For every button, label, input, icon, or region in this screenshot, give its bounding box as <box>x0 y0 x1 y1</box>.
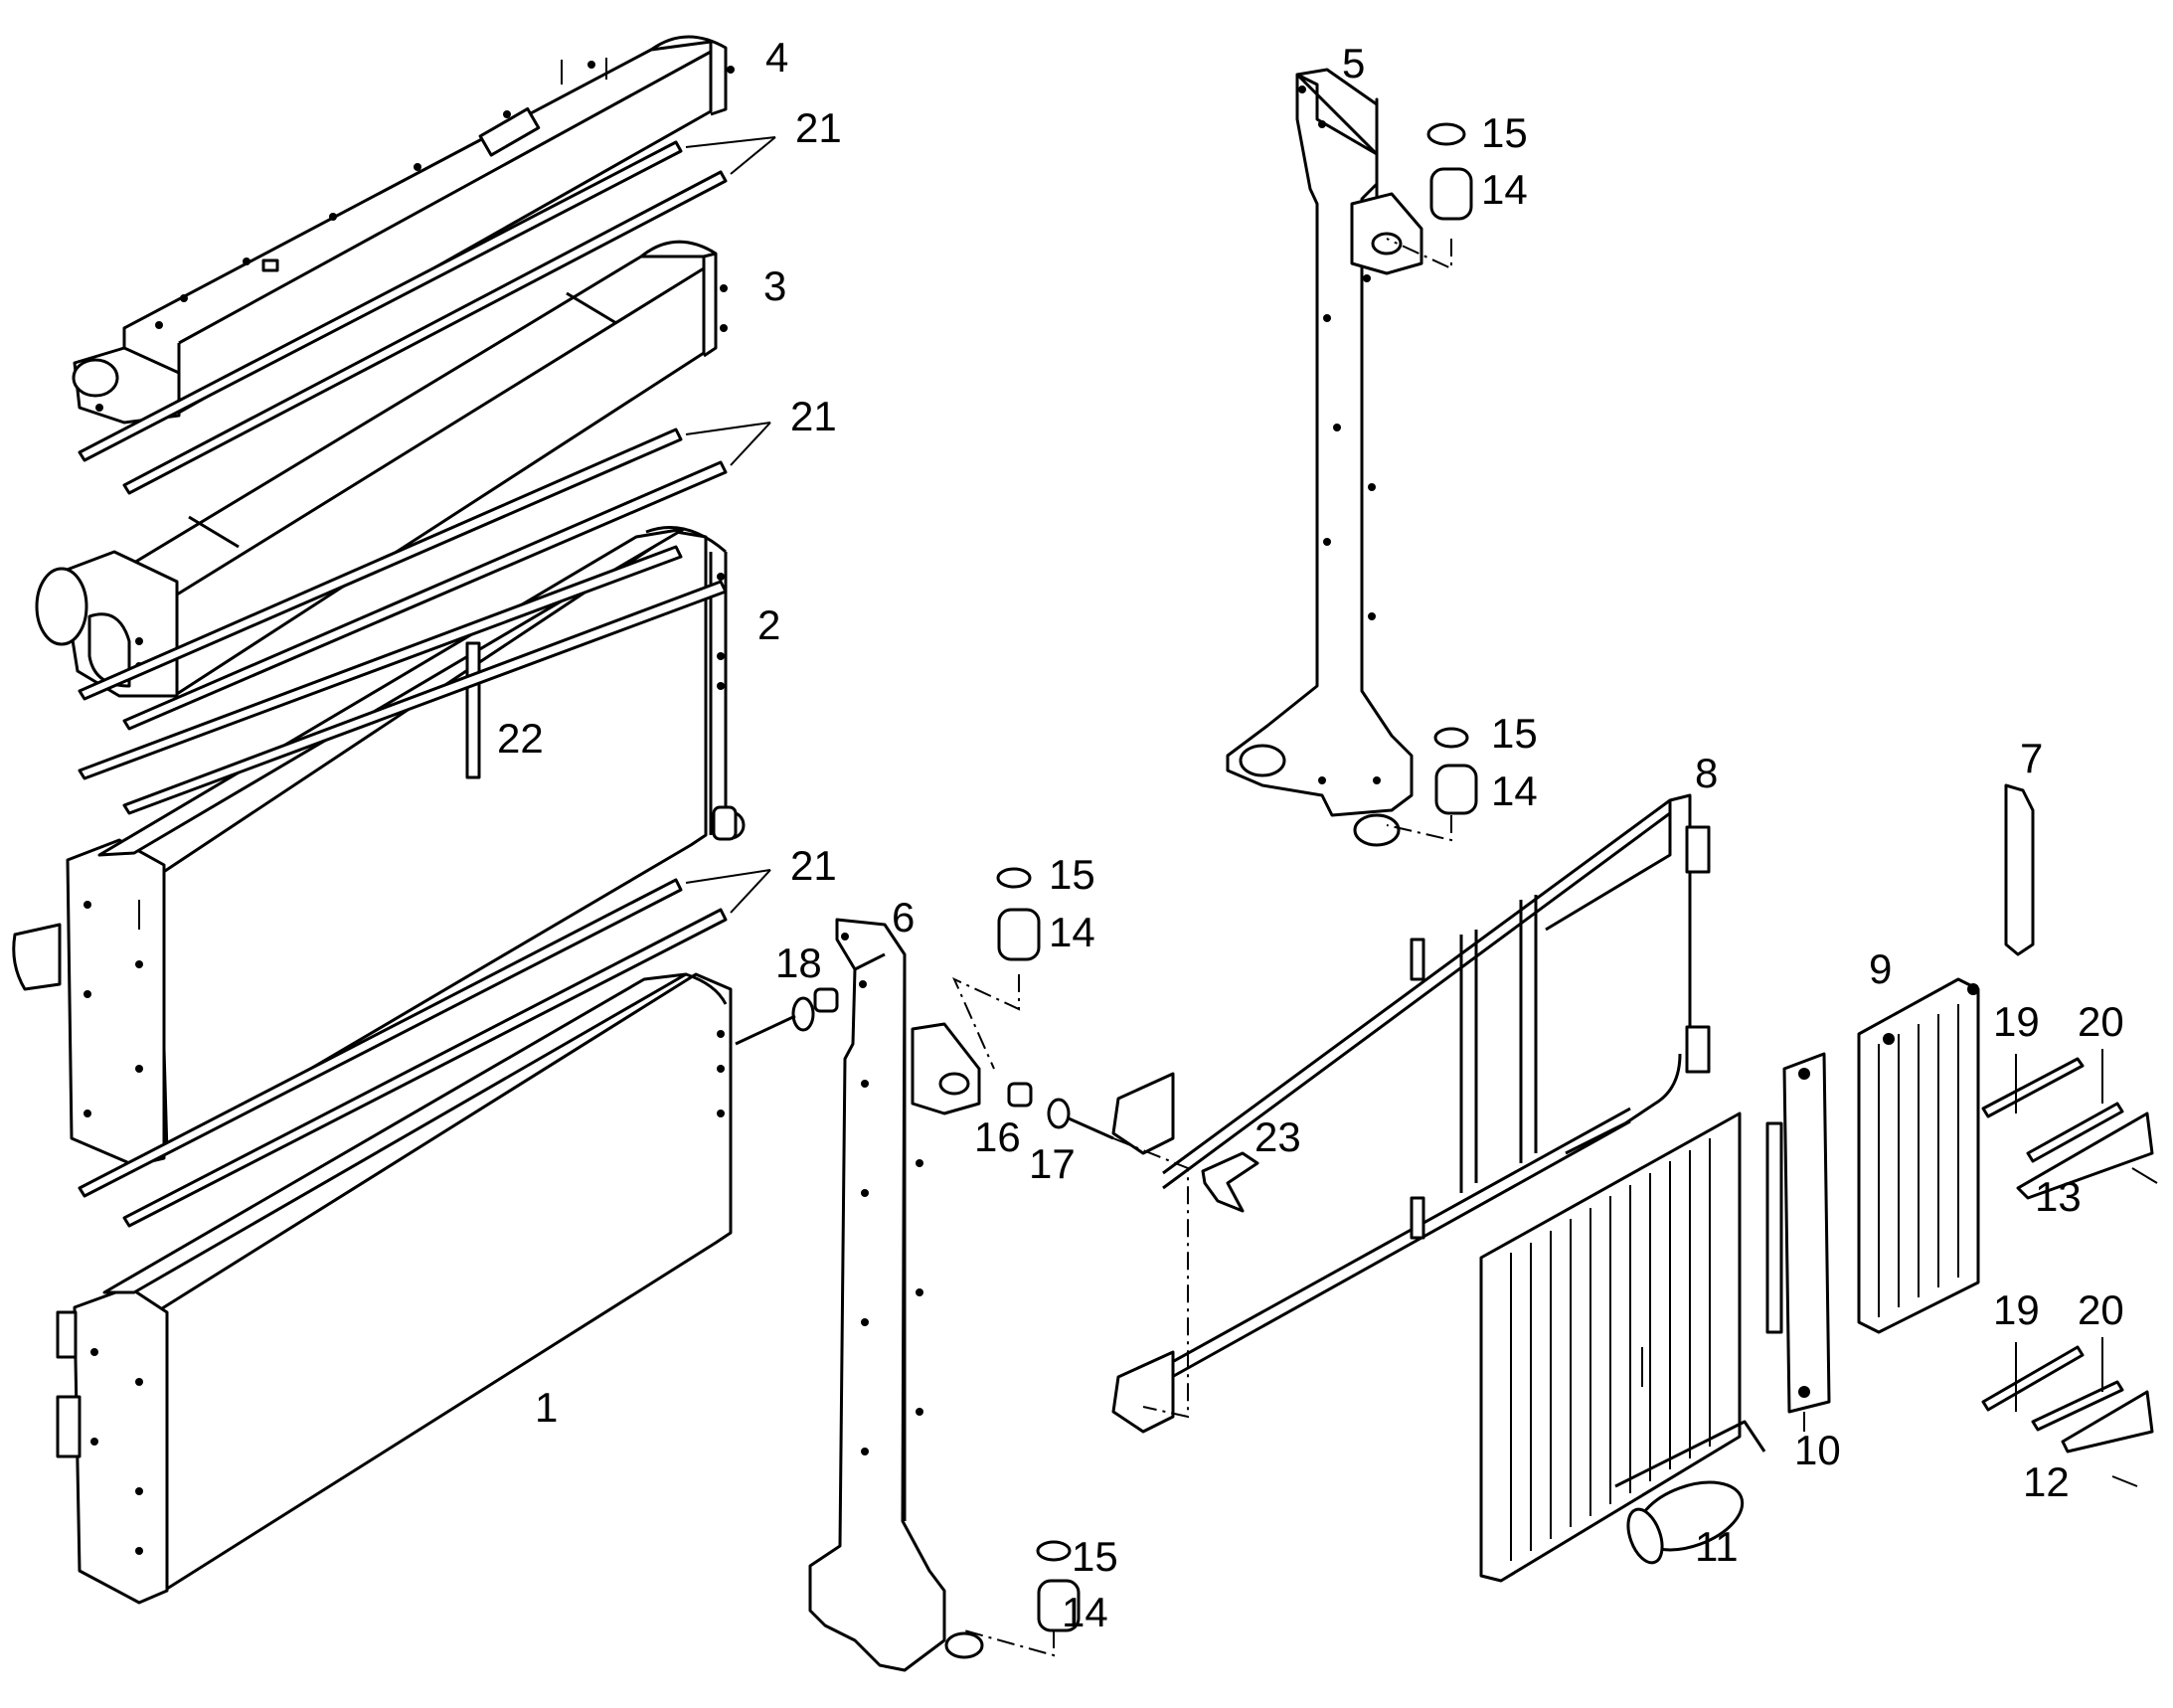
part-3-charge-air-cooler <box>35 240 728 698</box>
label-1: 1 <box>535 1384 558 1431</box>
label-18: 18 <box>775 939 822 986</box>
label-15d: 15 <box>1072 1533 1118 1580</box>
label-8: 8 <box>1695 750 1718 796</box>
label-14d: 14 <box>1062 1589 1108 1635</box>
label-20b: 20 <box>2078 1286 2124 1333</box>
label-11: 11 <box>1695 1523 1739 1570</box>
label-16: 16 <box>974 1113 1021 1160</box>
part-1-radiator <box>56 972 733 1605</box>
part-7-bracket <box>2004 783 2035 956</box>
part-6-lower-bracket <box>808 918 984 1672</box>
part-21-seal-strips <box>78 140 728 1228</box>
label-20a: 20 <box>2078 998 2124 1045</box>
label-19a: 19 <box>1993 998 2040 1045</box>
label-17: 17 <box>1029 1140 1076 1187</box>
parts-12-13-19-20-brackets <box>1981 1057 2158 1487</box>
label-2: 2 <box>757 601 780 648</box>
label-7: 7 <box>2020 735 2043 781</box>
parts-14-15-mounts <box>996 122 1478 1632</box>
part-22-strip <box>465 641 481 779</box>
part-9-cooler <box>1857 977 1980 1334</box>
label-5: 5 <box>1342 40 1365 86</box>
label-13: 13 <box>2035 1173 2082 1220</box>
label-4: 4 <box>765 34 788 81</box>
part-11-condenser <box>1479 1111 1766 1583</box>
label-22: 22 <box>497 715 544 762</box>
label-15c: 15 <box>1049 851 1095 898</box>
label-21b: 21 <box>790 393 837 439</box>
label-9: 9 <box>1869 945 1892 992</box>
label-6: 6 <box>892 894 915 940</box>
label-19b: 19 <box>1993 1286 2040 1333</box>
part-4-top-cooler <box>72 35 735 425</box>
part-8-frame <box>1111 793 1711 1434</box>
label-21a: 21 <box>795 104 842 151</box>
label-14c: 14 <box>1049 909 1095 955</box>
label-10: 10 <box>1794 1427 1841 1473</box>
label-14a: 14 <box>1481 166 1528 213</box>
parts-16-17-18-hardware <box>735 987 1114 1140</box>
leader-lines <box>685 136 2103 1432</box>
part-23-knob <box>1201 1151 1259 1213</box>
label-14b: 14 <box>1491 768 1538 814</box>
label-15a: 15 <box>1481 109 1528 156</box>
label-3: 3 <box>763 262 786 309</box>
part-10-oil-cooler <box>1765 1052 1831 1414</box>
label-15b: 15 <box>1491 710 1538 757</box>
label-23: 23 <box>1254 1113 1301 1160</box>
assembly-dash-lines <box>952 238 1452 1657</box>
part-number-labels: 1 2 3 4 5 6 7 8 9 10 11 12 13 14 15 14 1… <box>497 34 2124 1635</box>
label-21c: 21 <box>790 842 837 889</box>
label-12: 12 <box>2023 1458 2070 1505</box>
part-5-upper-bracket <box>1226 68 1423 847</box>
